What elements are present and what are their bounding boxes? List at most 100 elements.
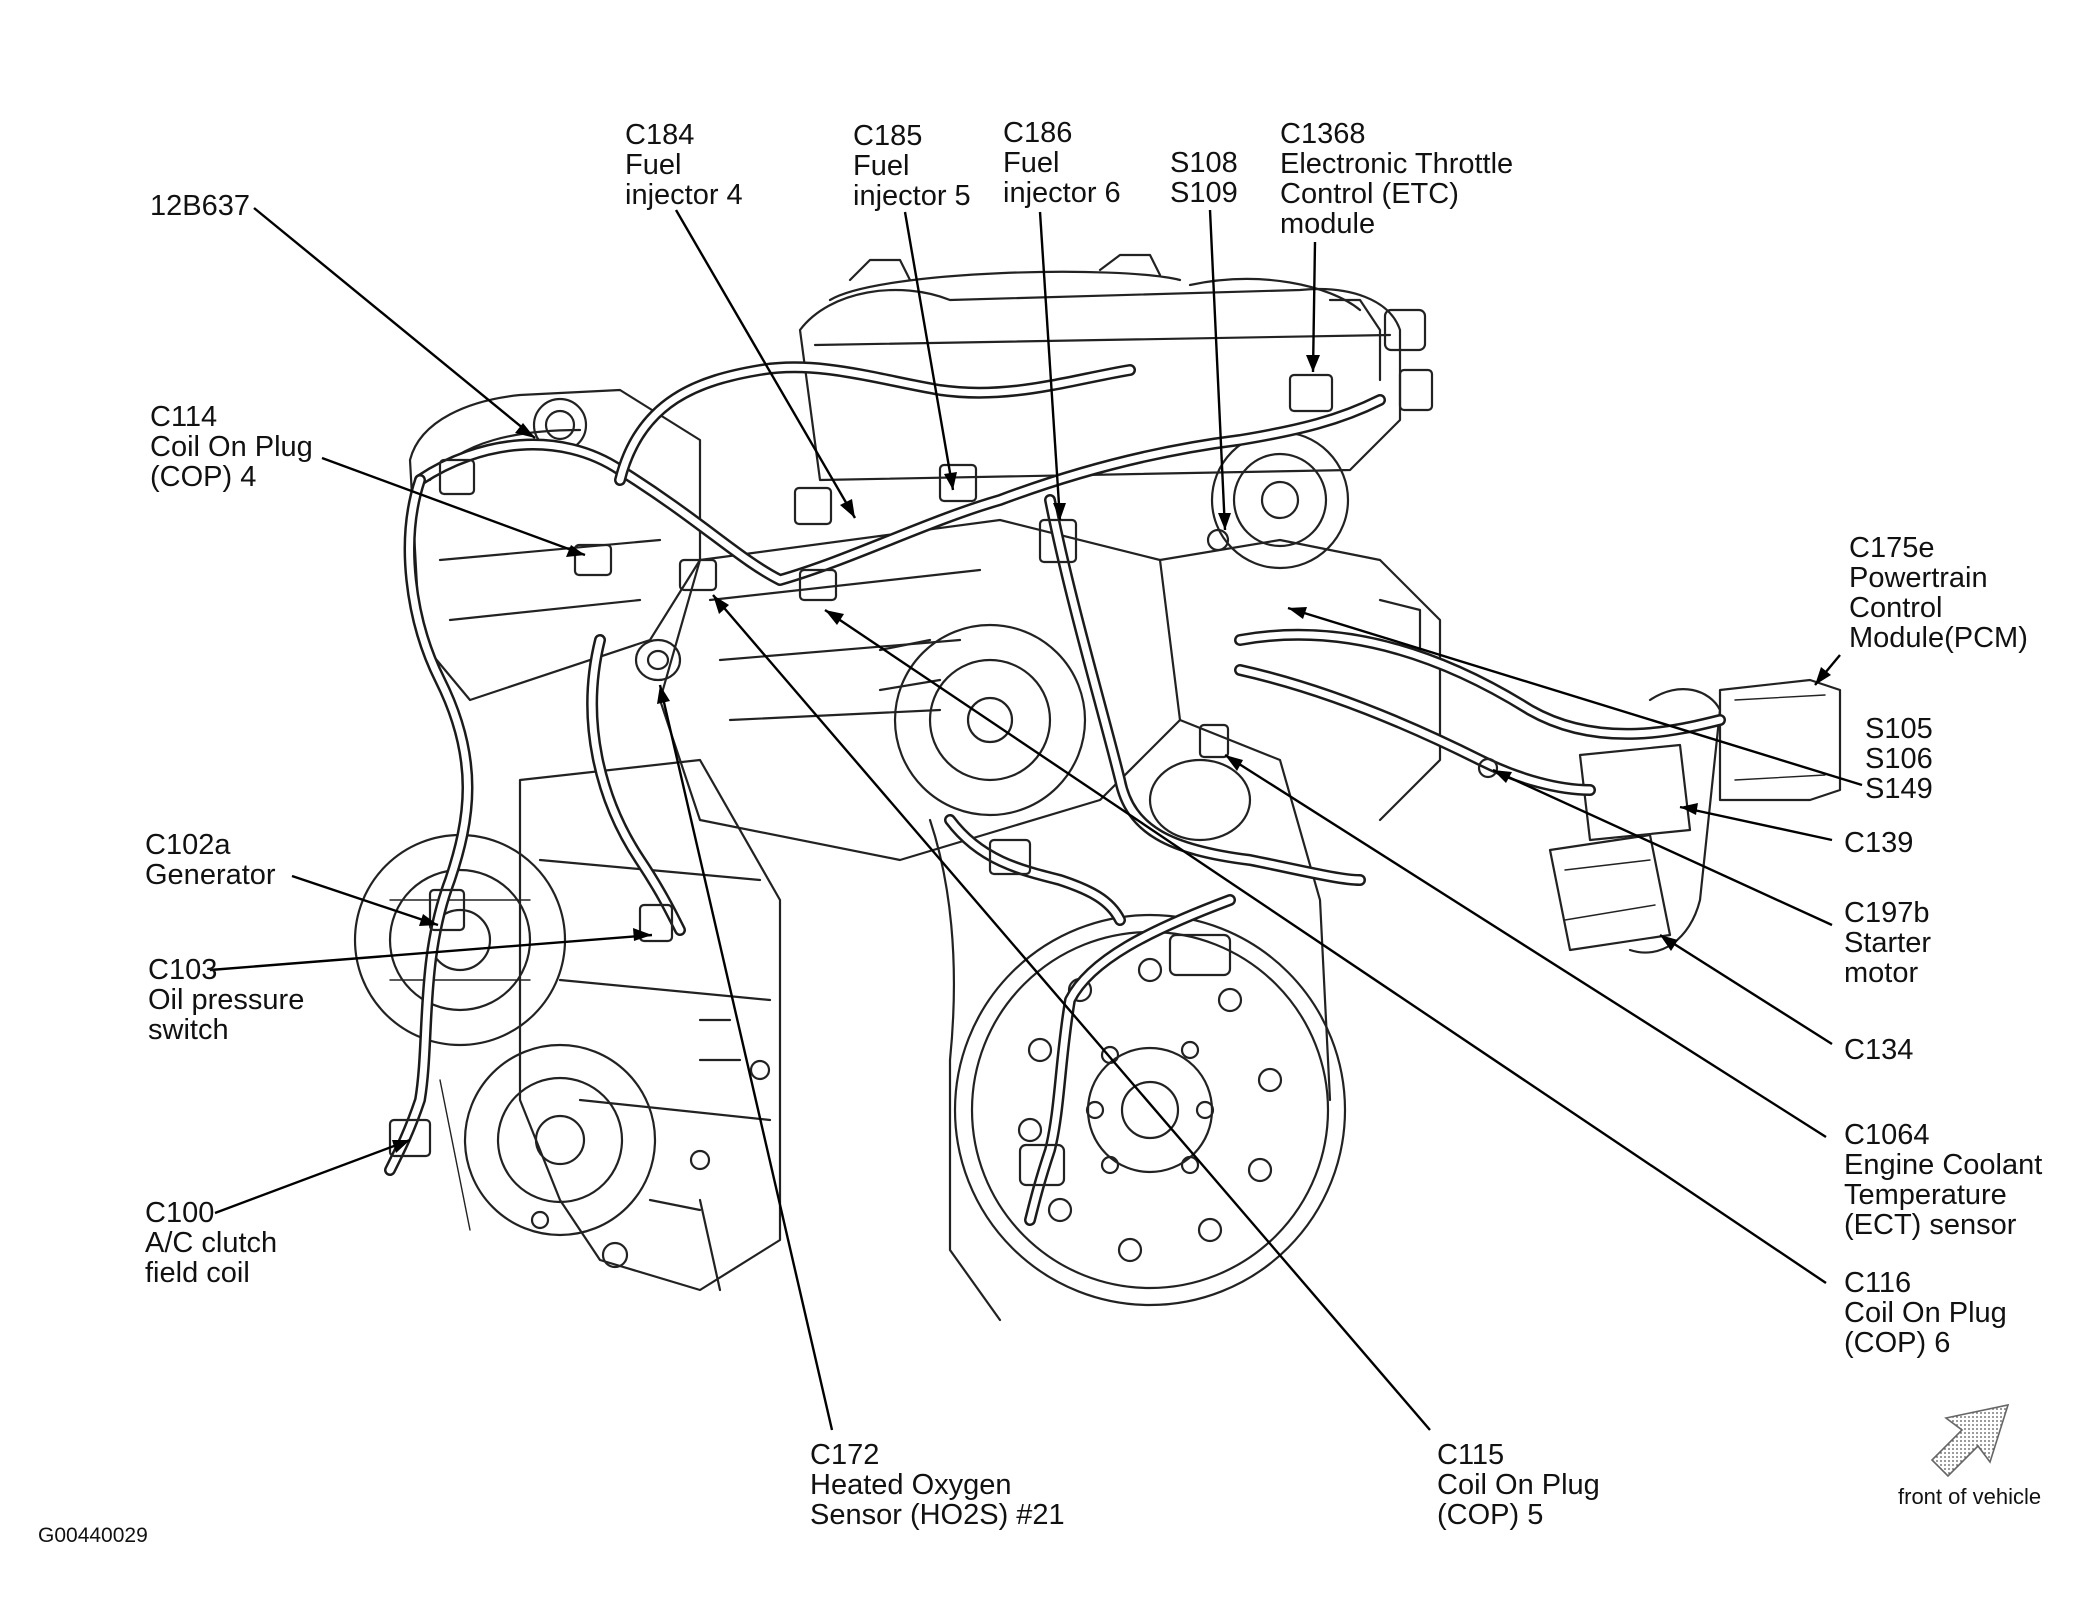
arrowhead-c197b xyxy=(1493,770,1512,783)
label-line: Fuel xyxy=(853,150,910,182)
leader-c103 xyxy=(209,933,653,972)
label-line: Oil pressure xyxy=(148,984,305,1016)
callout-c1368: C1368 Electronic Throttle Control (ETC) … xyxy=(1280,119,1513,239)
label-line: (COP) 4 xyxy=(150,461,257,493)
label-line: C103 xyxy=(148,954,218,986)
label-line: C100 xyxy=(145,1197,215,1229)
label-line: field coil xyxy=(145,1257,250,1289)
label-line: Fuel xyxy=(1003,147,1060,179)
arrowhead-c184 xyxy=(840,499,855,518)
label-line: Module(PCM) xyxy=(1849,622,2028,654)
leader-s105 xyxy=(1287,606,1863,787)
callout-c185: C185 Fuel injector 5 xyxy=(853,121,971,211)
leader-c114 xyxy=(321,456,586,557)
label-line: C1064 xyxy=(1844,1119,1930,1151)
callout-c100: C100 A/C clutch field coil xyxy=(145,1198,277,1288)
arrowhead-c186 xyxy=(1053,503,1066,520)
leader-c186 xyxy=(1038,211,1062,521)
callout-c102a: C102a Generator xyxy=(145,830,276,890)
leader-c139 xyxy=(1679,805,1833,842)
front-of-vehicle-arrow xyxy=(1930,1403,2010,1478)
label-line: C172 xyxy=(810,1439,880,1471)
callout-c172: C172 Heated Oxygen Sensor (HO2S) #21 xyxy=(810,1440,1065,1530)
label-line: C102a xyxy=(145,829,231,861)
arrowhead-c114 xyxy=(566,545,585,557)
callout-c114: C114 Coil On Plug (COP) 4 xyxy=(150,402,313,492)
arrowhead-c139 xyxy=(1680,803,1698,815)
arrowhead-c172 xyxy=(657,685,670,704)
label-line: Powertrain xyxy=(1849,562,1988,594)
label-line: injector 5 xyxy=(853,180,971,212)
arrowhead-s108 xyxy=(1218,513,1231,530)
label-line: Coil On Plug xyxy=(1844,1297,2007,1329)
label-line: switch xyxy=(148,1014,229,1046)
leader-c197b xyxy=(1492,768,1833,927)
label-line: Electronic Throttle xyxy=(1280,148,1514,180)
callout-c184: C184 Fuel injector 4 xyxy=(625,120,743,210)
label-line: C116 xyxy=(1844,1267,1912,1299)
label-line: S108 xyxy=(1170,147,1238,179)
arrowhead-c115 xyxy=(713,595,729,614)
callout-c134: C134 xyxy=(1844,1035,1913,1065)
leader-lines xyxy=(209,207,1863,1431)
callout-c197b: C197b Starter motor xyxy=(1844,898,1931,988)
label-line: Coil On Plug xyxy=(1437,1469,1600,1501)
arrowhead-s105 xyxy=(1288,607,1307,619)
label-line: Heated Oxygen xyxy=(810,1469,1012,1501)
label-line: C197b xyxy=(1844,897,1930,929)
label-line: Starter xyxy=(1844,927,1932,959)
label-line: Fuel xyxy=(625,149,682,181)
label-line: Engine Coolant xyxy=(1844,1149,2043,1181)
label-line: C114 xyxy=(150,401,218,433)
label-line: C115 xyxy=(1437,1439,1505,1471)
leader-c1368 xyxy=(1311,241,1317,373)
callout-s108: S108 S109 xyxy=(1170,148,1238,208)
label-line: Sensor (HO2S) #21 xyxy=(810,1499,1065,1531)
figure-id: G00440029 xyxy=(38,1524,148,1547)
callout-c115: C115 Coil On Plug (COP) 5 xyxy=(1437,1440,1600,1530)
label-line: Generator xyxy=(145,859,276,891)
label-line: A/C clutch xyxy=(145,1227,278,1259)
label-line: S105 xyxy=(1865,713,1933,745)
arrowhead-c175e xyxy=(1815,667,1831,685)
label-line: C185 xyxy=(853,120,923,152)
arrowhead-12b637 xyxy=(515,423,535,438)
callout-c139: C139 xyxy=(1844,828,1913,858)
arrowhead-c185 xyxy=(944,472,957,490)
callout-12b637: 12B637 xyxy=(150,191,250,221)
leader-c115 xyxy=(712,594,1431,1431)
orientation-label: front of vehicle xyxy=(1898,1484,2042,1509)
label-line: (ECT) sensor xyxy=(1844,1209,2017,1241)
leader-12b637 xyxy=(253,207,536,439)
label-line: (COP) 6 xyxy=(1844,1327,1951,1359)
arrowhead-c100 xyxy=(392,1140,410,1153)
label-line: injector 4 xyxy=(625,179,743,211)
leader-c172 xyxy=(658,684,834,1431)
label-line: C184 xyxy=(625,119,695,151)
leader-c134 xyxy=(1659,933,1833,1046)
label-line: C186 xyxy=(1003,117,1073,149)
callout-s105: S105 S106 S149 xyxy=(1865,714,1933,804)
label-line: S106 xyxy=(1865,743,1933,775)
callout-c186: C186 Fuel injector 6 xyxy=(1003,118,1121,208)
label-line: C1368 xyxy=(1280,118,1366,150)
callout-c103: C103 Oil pressure switch xyxy=(148,955,304,1045)
leader-c102a xyxy=(291,874,439,927)
leader-c184 xyxy=(674,209,857,519)
label-line: (COP) 5 xyxy=(1437,1499,1544,1531)
arrowhead-c102a xyxy=(419,914,438,926)
leader-c116 xyxy=(824,609,1827,1284)
label-line: C139 xyxy=(1844,827,1914,859)
callout-c116: C116 Coil On Plug (COP) 6 xyxy=(1844,1268,2007,1358)
callout-c1064: C1064 Engine Coolant Temperature (ECT) s… xyxy=(1844,1120,2042,1240)
label-line: Temperature xyxy=(1844,1179,2007,1211)
label-line: C134 xyxy=(1844,1034,1914,1066)
arrowhead-c1368 xyxy=(1306,355,1320,372)
label-line: module xyxy=(1280,208,1376,240)
label-line: S149 xyxy=(1865,773,1933,805)
leader-c100 xyxy=(214,1138,411,1215)
label-line: Coil On Plug xyxy=(150,431,313,463)
label-line: motor xyxy=(1844,957,1919,989)
label-line: Control xyxy=(1849,592,1943,624)
arrowhead-c116 xyxy=(825,610,844,625)
